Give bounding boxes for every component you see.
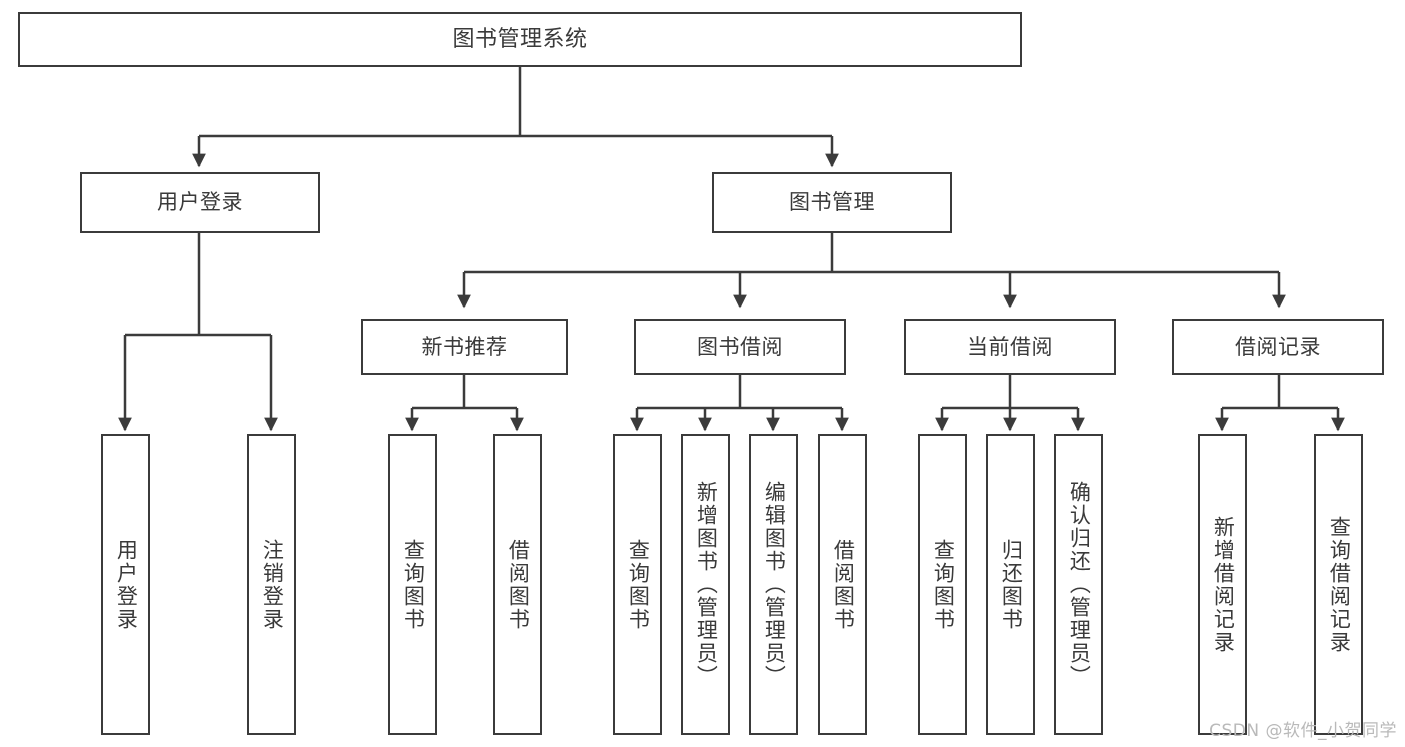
csdn-watermark: CSDN @软件_小贺同学	[1209, 721, 1397, 741]
node-label: 编辑图书（管理员）	[762, 481, 787, 688]
leaf-query-book-recommend[interactable]: 查询图书	[388, 434, 437, 735]
leaf-confirm-return-admin[interactable]: 确认归还（管理员）	[1054, 434, 1103, 735]
node-label: 新书推荐	[421, 334, 508, 359]
node-label: 查询图书	[626, 538, 651, 631]
node-label: 查询图书	[401, 538, 426, 631]
leaf-add-book-admin[interactable]: 新增图书（管理员）	[681, 434, 730, 735]
leaf-query-book-current[interactable]: 查询图书	[918, 434, 967, 735]
leaf-logout-login[interactable]: 注销登录	[247, 434, 296, 735]
leaf-add-borrow-record[interactable]: 新增借阅记录	[1198, 434, 1247, 735]
node-book-management[interactable]: 图书管理	[712, 172, 952, 233]
leaf-borrow-book[interactable]: 借阅图书	[818, 434, 867, 735]
node-label: 图书管理系统	[452, 26, 588, 52]
node-label: 查询借阅记录	[1327, 515, 1352, 654]
node-label: 借阅记录	[1235, 334, 1321, 359]
leaf-return-book[interactable]: 归还图书	[986, 434, 1035, 735]
node-user-login[interactable]: 用户登录	[80, 172, 320, 233]
node-label: 图书管理	[789, 190, 875, 215]
node-label: 用户登录	[157, 190, 243, 215]
node-new-book-recommend[interactable]: 新书推荐	[361, 319, 568, 375]
node-label: 注销登录	[260, 538, 285, 631]
leaf-edit-book-admin[interactable]: 编辑图书（管理员）	[749, 434, 798, 735]
leaf-query-book-borrow[interactable]: 查询图书	[613, 434, 662, 735]
node-label: 借阅图书	[831, 538, 856, 631]
node-label: 当前借阅	[967, 334, 1053, 359]
node-label: 图书借阅	[697, 334, 783, 359]
node-label: 借阅图书	[506, 538, 531, 631]
node-book-borrow[interactable]: 图书借阅	[634, 319, 846, 375]
node-label: 归还图书	[999, 538, 1024, 631]
node-label: 用户登录	[114, 538, 139, 631]
node-current-borrow[interactable]: 当前借阅	[904, 319, 1116, 375]
leaf-user-login[interactable]: 用户登录	[101, 434, 150, 735]
node-borrow-record[interactable]: 借阅记录	[1172, 319, 1384, 375]
node-label: 新增图书（管理员）	[694, 481, 719, 688]
leaf-borrow-book-recommend[interactable]: 借阅图书	[493, 434, 542, 735]
node-label: 查询图书	[931, 538, 956, 631]
node-label: 新增借阅记录	[1211, 515, 1236, 654]
node-root-system[interactable]: 图书管理系统	[18, 12, 1022, 67]
leaf-query-borrow-record[interactable]: 查询借阅记录	[1314, 434, 1363, 735]
node-label: 确认归还（管理员）	[1067, 481, 1092, 688]
